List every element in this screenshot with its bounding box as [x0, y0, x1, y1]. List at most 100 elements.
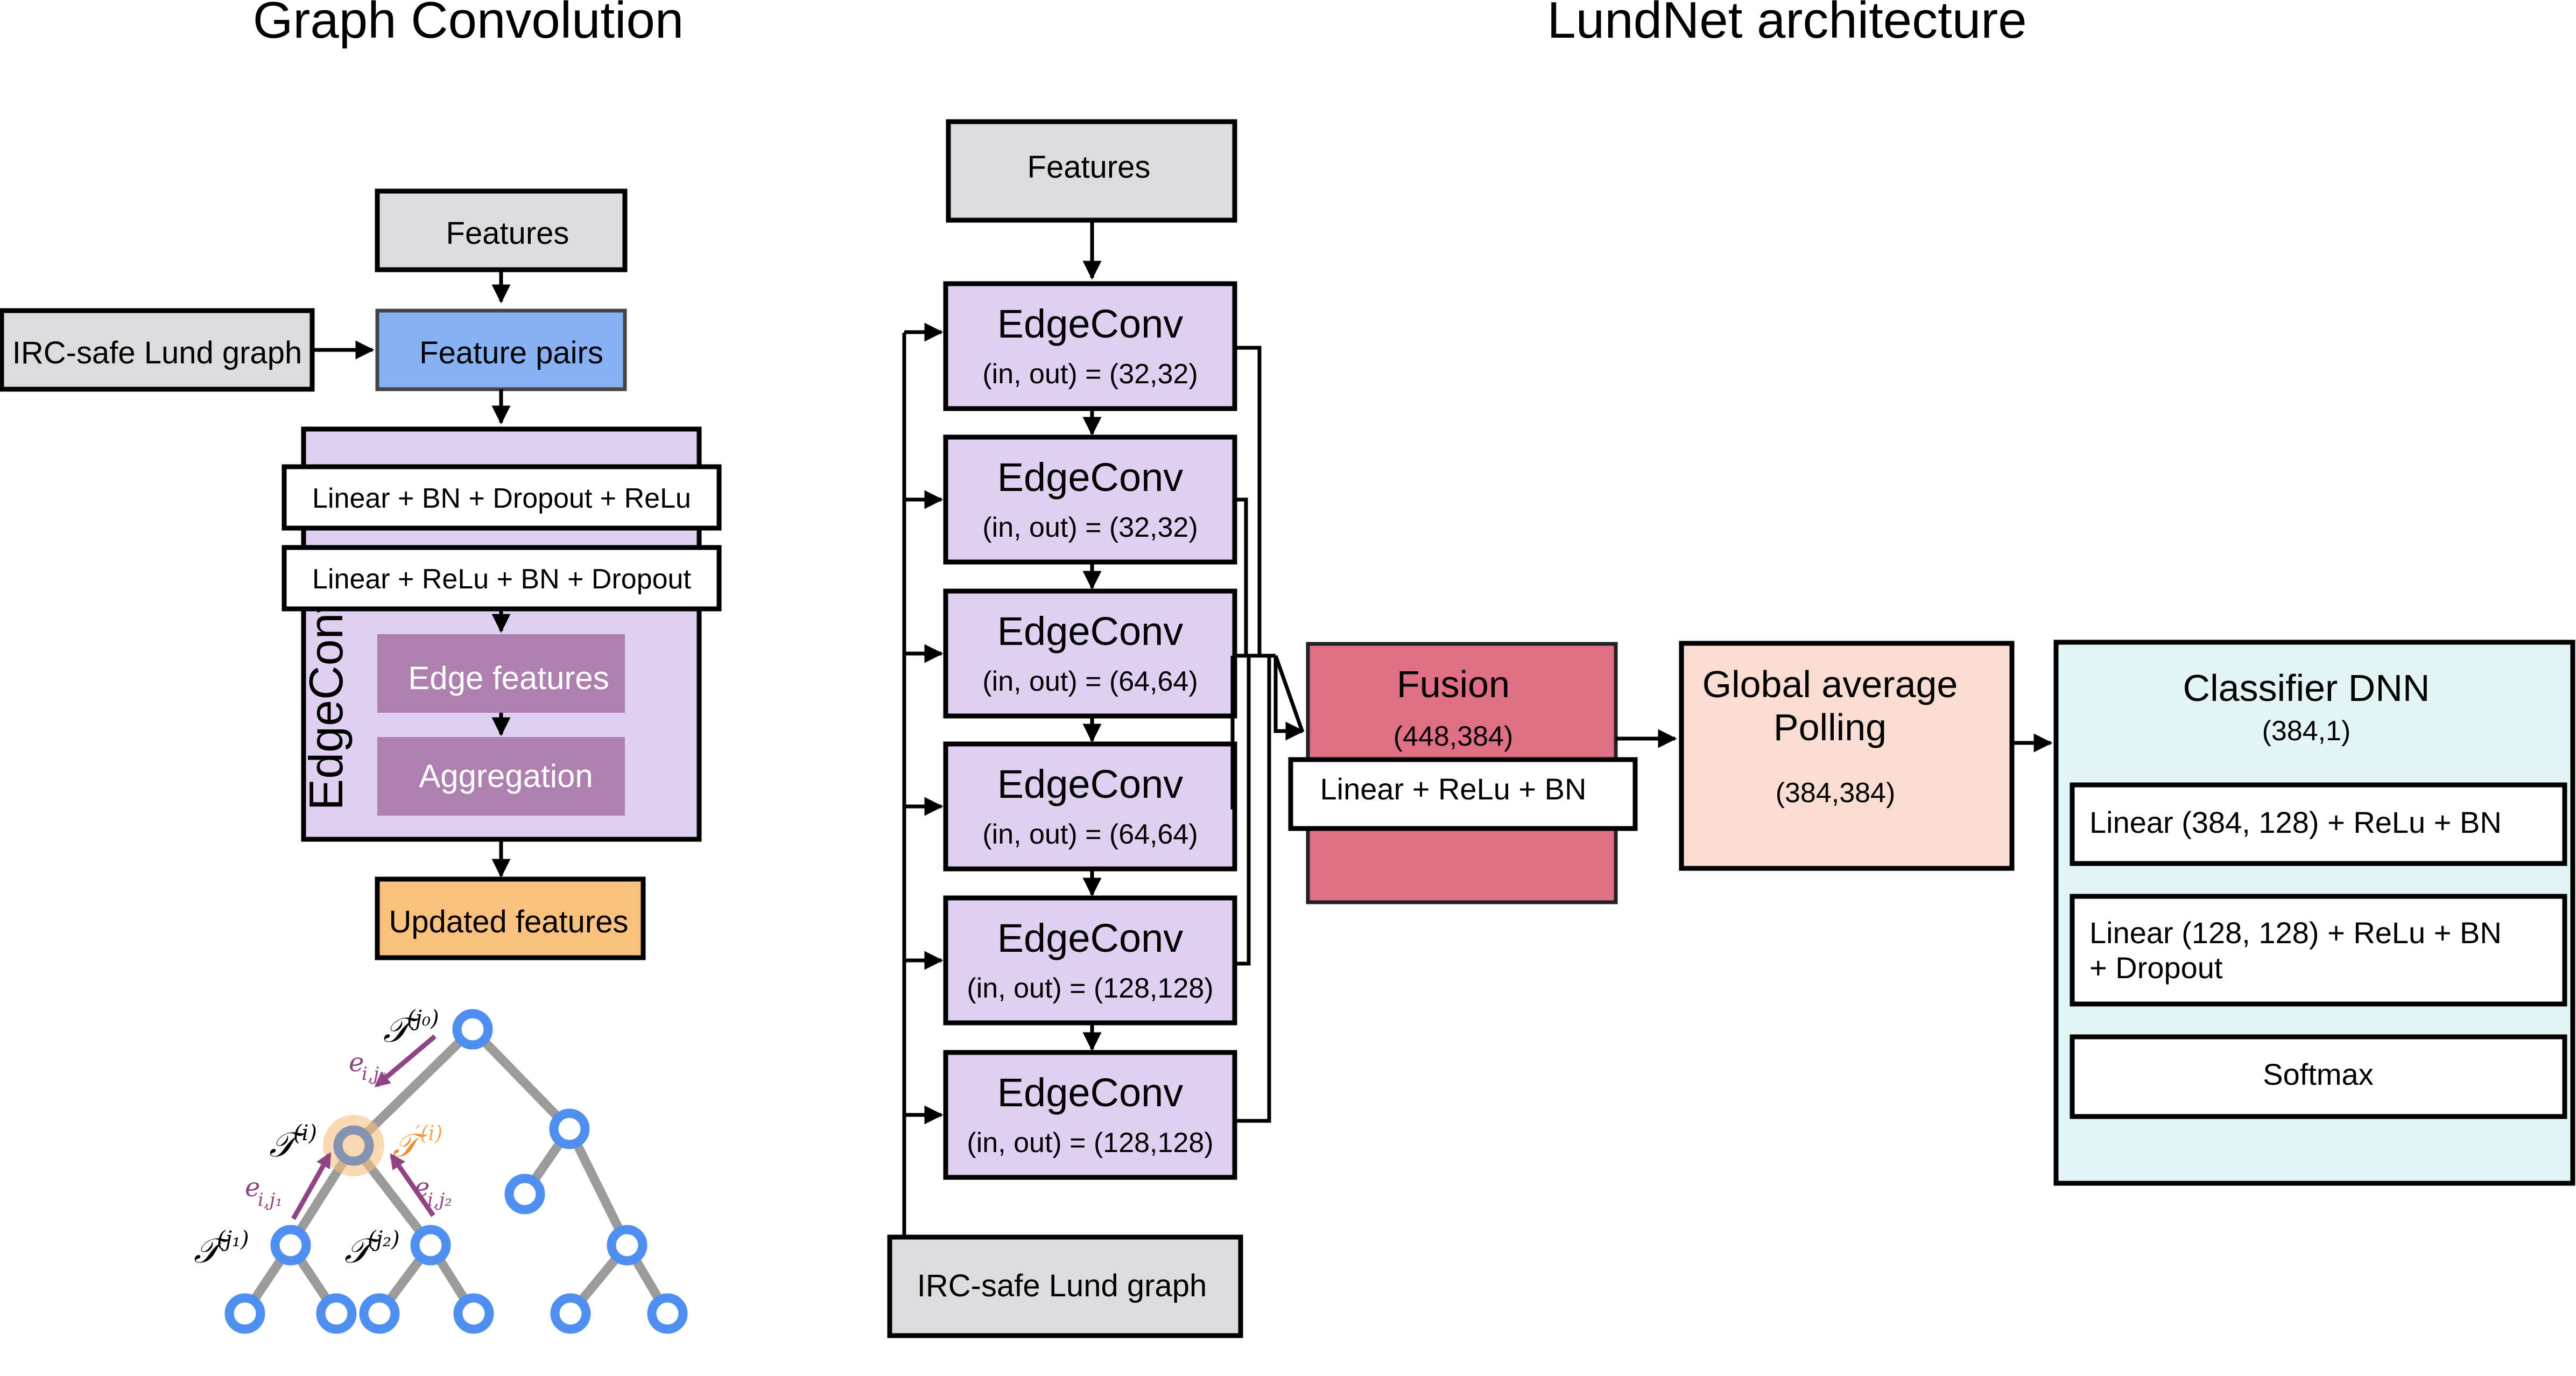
tree-label-j1: 𝒯 (j₁) — [194, 1227, 249, 1271]
tree-node — [549, 1108, 590, 1149]
edge-label-e-i-j0-base: e — [349, 1048, 364, 1078]
ln-edgeconv-block-bg — [943, 588, 1237, 719]
tree-label-j1-sup: (j₁) — [217, 1227, 249, 1252]
ln-pooling-title-line1: Global average — [1702, 663, 1958, 705]
gc-updated-features-box: Updated features — [375, 876, 646, 960]
ln-classifier-layer-2-label-line2: + Dropout — [2089, 951, 2223, 985]
tree-node — [550, 1293, 591, 1334]
ln-skip-connection-line — [1235, 346, 1262, 656]
ln-edgeconv-title: EdgeConv — [997, 1070, 1184, 1115]
tree-label-j2: 𝒯 (j₂) — [344, 1227, 400, 1271]
ln-fusion-title: Fusion — [1397, 663, 1510, 705]
gc-edgeconv-vertical-label: EdgeConv — [299, 589, 353, 811]
ln-arrow-to-fusion — [1273, 655, 1305, 733]
ln-edgeconv-block-bg — [943, 1050, 1237, 1180]
ln-edgeconv-block-bg — [943, 895, 1237, 1026]
lundnet-panel: Features EdgeConv(in, out) = (32,32)Edge… — [887, 119, 2575, 1338]
ln-edgeconv-title: EdgeConv — [997, 762, 1184, 806]
ln-pooling-box: Global average Polling (384,384) — [1679, 641, 2015, 871]
edge-label-e-i-j0: e i,j₀ — [349, 1048, 386, 1085]
ln-edgeconv-dims: (in, out) = (64,64) — [982, 666, 1198, 697]
tree-node-i — [333, 1125, 374, 1166]
ln-edgeconv-block: EdgeConv (in, out) = (64,64) — [943, 741, 1237, 872]
ln-edgeconv-block: EdgeConv (in, out) = (32,32) — [943, 434, 1237, 565]
ln-features-label: Features — [1027, 150, 1151, 185]
ln-edgeconv-block-bg — [943, 281, 1237, 411]
tree-label-i-prime-sup: ′(i) — [416, 1121, 442, 1145]
ln-edgeconv-title: EdgeConv — [997, 301, 1184, 346]
title-lundnet-architecture: LundNet architecture — [1547, 0, 2026, 49]
tree-edge — [565, 1127, 631, 1247]
ln-edgeconv-dims: (in, out) = (128,128) — [967, 973, 1213, 1004]
tree-edge — [469, 1026, 573, 1132]
tree-node-j2 — [410, 1225, 451, 1266]
title-graph-convolution: Graph Convolution — [253, 0, 684, 49]
gc-feature-pairs-label: Feature pairs — [419, 335, 603, 370]
gc-features-box: Features — [375, 188, 628, 272]
ln-edgeconv-block: EdgeConv (in, out) = (128,128) — [943, 895, 1237, 1026]
gc-updated-features-label: Updated features — [389, 904, 629, 939]
tree-node-j0 — [452, 1009, 493, 1050]
ln-skip-connection-line — [1235, 656, 1251, 966]
ln-classifier-layer-1-label: Linear (384, 128) + ReLu + BN — [2089, 805, 2502, 839]
gc-features-label: Features — [446, 216, 569, 251]
ln-edgeconv-block: EdgeConv(in, out) = (64,64) — [943, 588, 1237, 719]
gc-feature-pairs-box: Feature pairs — [375, 308, 627, 391]
ln-edgeconv-dims: (in, out) = (32,32) — [982, 512, 1198, 543]
ln-fusion-layer-label: Linear + ReLu + BN — [1320, 772, 1587, 806]
ln-classifier-title: Classifier DNN — [2183, 667, 2430, 709]
edge-label-e-i-j1-sub: i,j₁ — [258, 1189, 283, 1211]
gc-edgeconv-container: EdgeConv Linear + BN + Dropout + ReLu Li… — [281, 426, 722, 842]
edge-arrow-j0-to-i — [374, 1034, 437, 1087]
gc-edge-features-label: Edge features — [408, 660, 609, 696]
tree-node — [504, 1174, 545, 1214]
ln-classifier-layer-2-label-line1: Linear (128, 128) + ReLu + BN — [2089, 916, 2502, 950]
ln-skip-connection-line — [1235, 656, 1271, 1123]
ln-edgeconv-dims: (in, out) = (32,32) — [982, 359, 1198, 390]
gc-aggregation-box: Aggregation — [377, 737, 625, 816]
edge-arrow-j2-to-i — [390, 1153, 435, 1217]
edge-arrow-j1-to-i — [291, 1152, 332, 1220]
ln-edgeconv-block: EdgeConv (in, out) = (128,128) — [943, 1050, 1237, 1180]
ln-classifier-box: Classifier DNN (384,1) Linear (384, 128)… — [2053, 640, 2575, 1186]
ln-edgeconv-block-bg — [943, 741, 1237, 872]
ln-fusion-dims: (448,384) — [1393, 721, 1514, 752]
edge-label-e-i-j2-base: e — [414, 1173, 430, 1203]
ln-edgeconv-title: EdgeConv — [997, 916, 1184, 960]
edge-label-e-i-j2-sub: i,j₂ — [427, 1189, 452, 1211]
ln-features-box: Features — [946, 119, 1237, 223]
ln-edgeconv-block: EdgeConv (in, out) = (32,32) — [943, 281, 1237, 411]
tree-node — [316, 1293, 357, 1334]
ln-edgeconv-dims: (in, out) = (64,64) — [982, 819, 1198, 850]
ln-edgeconv-stack: EdgeConv(in, out) = (32,32)EdgeConv(in, … — [904, 281, 1237, 1180]
tree-label-i: 𝒯 (i) — [269, 1121, 317, 1165]
tree-label-i-sup: (i) — [293, 1121, 317, 1146]
tree-label-i-prime: 𝒯 ′(i) — [393, 1121, 442, 1164]
edge-label-e-i-j2: e i,j₂ — [414, 1173, 452, 1211]
tree-node — [647, 1293, 688, 1334]
ln-edgeconv-title: EdgeConv — [997, 455, 1184, 500]
lund-tree-illustration: 𝒯 (j₀) 𝒯 (i) 𝒯 ′(i) 𝒯 (j₁) 𝒯 (j₂) e i — [194, 1006, 688, 1334]
ln-classifier-layer-3: Softmax — [2070, 1034, 2567, 1119]
tree-label-j0: 𝒯 (j₀) — [383, 1006, 439, 1050]
gc-lund-graph-box: IRC-safe Lund graph — [0, 308, 315, 392]
gc-edge-features-box: Edge features — [377, 634, 625, 713]
gc-aggregation-label: Aggregation — [419, 758, 593, 794]
gc-mlp-layer-1: Linear + BN + Dropout + ReLu — [281, 464, 722, 531]
tree-node — [453, 1293, 494, 1334]
gc-mlp-layer-1-label: Linear + BN + Dropout + ReLu — [312, 483, 691, 514]
gc-mlp-layer-2: Linear + ReLu + BN + Dropout — [281, 545, 722, 612]
gc-mlp-layer-2-label: Linear + ReLu + BN + Dropout — [312, 564, 691, 595]
ln-classifier-layer-3-label: Softmax — [2263, 1057, 2373, 1091]
edge-label-e-i-j1: e i,j₁ — [245, 1173, 283, 1211]
ln-bus-to-fusion — [1273, 656, 1305, 741]
ln-classifier-layer-2: Linear (128, 128) + ReLu + BN + Dropout — [2070, 894, 2567, 1007]
tree-node — [607, 1225, 647, 1266]
ln-skip-connection-line — [1235, 497, 1248, 656]
ln-edgeconv-dims: (in, out) = (128,128) — [967, 1127, 1213, 1159]
ln-skip-connections — [1230, 346, 1276, 1123]
ln-classifier-layer-1: Linear (384, 128) + ReLu + BN — [2070, 782, 2567, 866]
tree-label-j2-sup: (j₂) — [368, 1227, 400, 1252]
edge-label-e-i-j0-sub: i,j₀ — [362, 1063, 386, 1085]
